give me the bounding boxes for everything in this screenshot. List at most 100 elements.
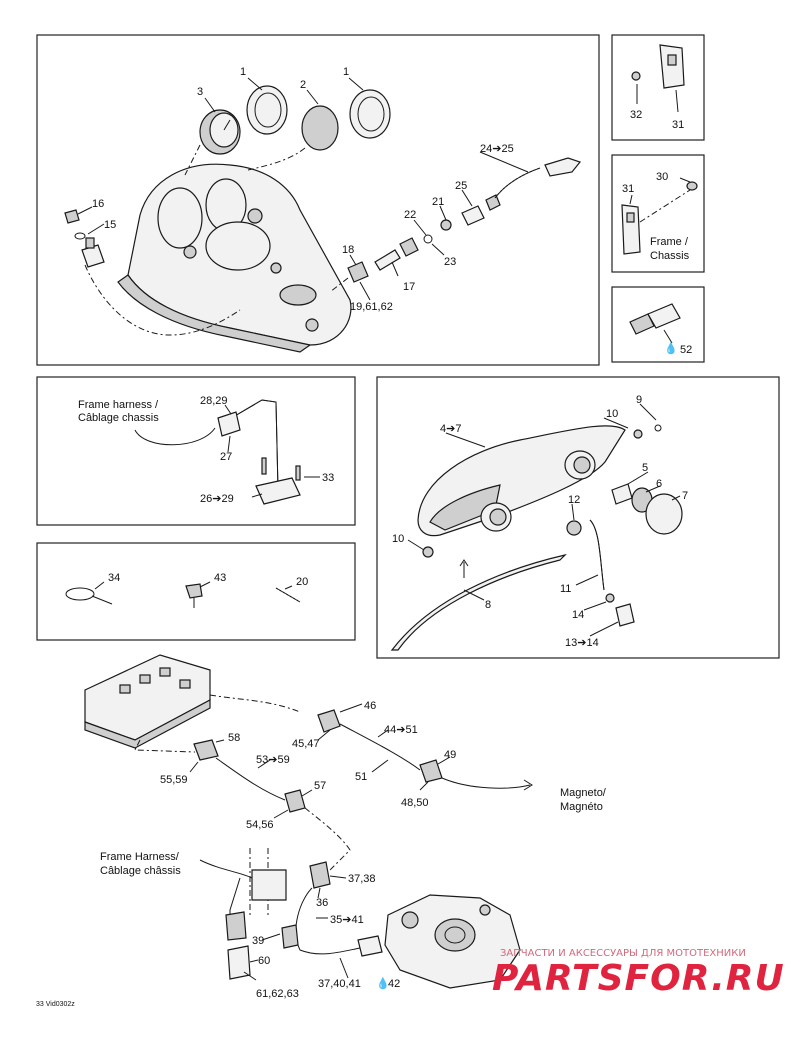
harness-tube-39 xyxy=(251,869,287,901)
note-magneto-2: Magnéto xyxy=(560,801,603,813)
callout-35-41: 35➔41 xyxy=(330,914,364,926)
callout-34: 34 xyxy=(108,572,120,584)
fuse-box xyxy=(84,654,211,749)
callout-32: 32 xyxy=(630,109,642,121)
callout-4-7: 4➔7 xyxy=(440,423,461,435)
callout-37-38: 37,38 xyxy=(348,873,376,885)
nut-10b xyxy=(422,546,434,558)
callout-7: 7 xyxy=(682,490,688,502)
callout-51: 51 xyxy=(355,771,367,783)
harness-bracket xyxy=(217,399,301,505)
callout-9: 9 xyxy=(636,394,642,406)
callout-21: 21 xyxy=(432,196,444,208)
callout-2: 2 xyxy=(300,79,306,91)
sleeve-60a xyxy=(225,911,247,941)
drop-icon-42: 💧 xyxy=(376,977,390,990)
callout-10a: 10 xyxy=(606,408,618,420)
callout-25: 25 xyxy=(455,180,467,192)
trim-strip-8 xyxy=(390,553,567,651)
callout-43: 43 xyxy=(214,572,226,584)
callout-42: 42 xyxy=(388,978,400,990)
callout-16: 16 xyxy=(92,198,104,210)
bracket-31 xyxy=(659,44,685,89)
callout-55-59: 55,59 xyxy=(160,774,188,786)
connector-45-47 xyxy=(317,709,341,733)
gauge-3 xyxy=(199,109,241,155)
watermark-tagline: ЗАПЧАСТИ И АКСЕССУАРЫ ДЛЯ МОТОТЕХНИКИ xyxy=(500,948,746,959)
callout-13-14: 13➔14 xyxy=(565,637,599,649)
connector-37 xyxy=(281,924,299,949)
cap-7 xyxy=(645,493,683,535)
callout-49: 49 xyxy=(444,749,456,761)
callout-8: 8 xyxy=(485,599,491,611)
sensor-42 xyxy=(357,935,383,957)
note-frame-harness-1: Frame harness / xyxy=(78,399,159,411)
screw-32 xyxy=(631,71,641,81)
figure-code: 33 Vid0302z xyxy=(36,1001,75,1008)
connector-55-59 xyxy=(193,739,219,761)
note-frame-harness-cap-2: Câblage châssis xyxy=(100,865,181,877)
callout-45-47: 45,47 xyxy=(292,738,320,750)
engine-block xyxy=(384,894,521,989)
callout-19-61-62: 19,61,62 xyxy=(350,301,393,313)
callout-23: 23 xyxy=(444,256,456,268)
callout-61-62-63: 61,62,63 xyxy=(256,988,299,1000)
connector-13 xyxy=(615,603,635,627)
callout-1a: 1 xyxy=(240,66,246,78)
harness-35-41 xyxy=(295,887,361,955)
callout-6: 6 xyxy=(656,478,662,490)
harness-44-51 xyxy=(339,723,421,771)
callout-31b: 31 xyxy=(622,183,634,195)
headlamp-housing xyxy=(417,425,626,537)
callout-36: 36 xyxy=(316,897,328,909)
callout-22: 22 xyxy=(404,209,416,221)
clip-14 xyxy=(605,593,615,603)
cable-tie-34 xyxy=(65,587,113,605)
callout-26-29: 26➔29 xyxy=(200,493,234,505)
callout-33: 33 xyxy=(322,472,334,484)
washer-30 xyxy=(686,181,698,191)
callout-28-29: 28,29 xyxy=(200,395,228,407)
callout-31a: 31 xyxy=(672,119,684,131)
harness-53-59 xyxy=(215,757,286,801)
callout-3: 3 xyxy=(197,86,203,98)
nut-10a xyxy=(633,429,643,439)
note-magneto-1: Magneto/ xyxy=(560,787,607,799)
callout-11: 11 xyxy=(560,583,571,595)
panel-frame-harness xyxy=(36,376,356,526)
note-frame-harness-2: Câblage chassis xyxy=(78,412,159,424)
bezel-ring-1a xyxy=(246,85,288,135)
callout-27: 27 xyxy=(220,451,232,463)
callout-15: 15 xyxy=(104,219,116,231)
callout-14: 14 xyxy=(572,609,584,621)
callout-20: 20 xyxy=(296,576,308,588)
panel-bracket xyxy=(611,34,705,141)
drop-icon: 💧 xyxy=(664,342,678,355)
callout-10b: 10 xyxy=(392,533,404,545)
cluster-housing xyxy=(117,163,352,353)
connector-54-56 xyxy=(284,789,306,813)
speedometer-cable xyxy=(347,157,582,283)
connector-52 xyxy=(629,303,681,335)
callout-53-59: 53➔59 xyxy=(256,754,290,766)
callout-60: 60 xyxy=(258,955,270,967)
callout-17: 17 xyxy=(403,281,415,293)
watermark-logo: PARTSFOR.RU xyxy=(492,958,785,999)
callout-37-40-41: 37,40,41 xyxy=(318,978,361,990)
callout-30: 30 xyxy=(656,171,668,183)
callout-52: 52 xyxy=(680,344,692,356)
callout-24-25: 24➔25 xyxy=(480,143,514,155)
callout-1b: 1 xyxy=(343,66,349,78)
grommet-12 xyxy=(566,520,582,536)
lens-2 xyxy=(301,105,339,151)
callout-46: 46 xyxy=(364,700,376,712)
note-frame-harness-cap-1: Frame Harness/ xyxy=(100,851,180,863)
callout-18: 18 xyxy=(342,244,354,256)
panel-connector xyxy=(611,286,705,363)
bezel-ring-1b xyxy=(349,89,391,139)
callout-48-50: 48,50 xyxy=(401,797,429,809)
callout-57: 57 xyxy=(314,780,326,792)
note-frame-chassis-2: Chassis xyxy=(650,250,690,262)
clip-43 xyxy=(185,583,203,608)
